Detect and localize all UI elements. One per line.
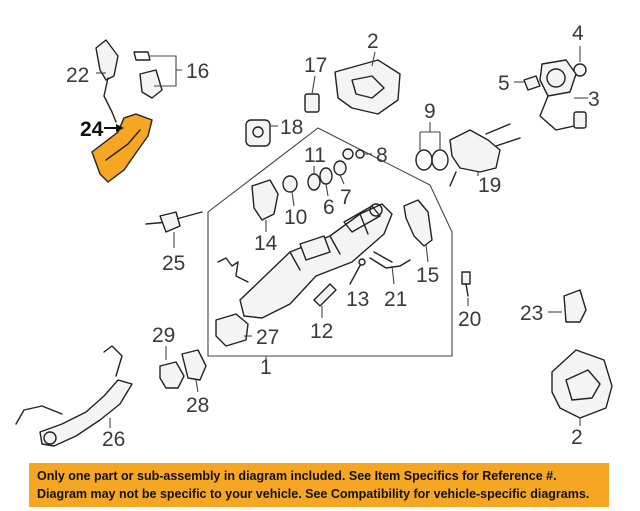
notice-line-2: Diagram may not be specific to your vehi… [37, 487, 590, 501]
callout-19: 19 [478, 174, 501, 197]
callout-16: 16 [186, 60, 209, 83]
callout-3: 3 [588, 88, 600, 111]
part-23-module [548, 289, 587, 323]
callout-2-lower: 2 [571, 426, 583, 449]
callout-29: 29 [152, 324, 175, 347]
part-2-upper-shroud [334, 51, 401, 115]
part-10-ring [282, 175, 298, 207]
part-11-bearing [307, 166, 321, 191]
callout-28: 28 [186, 394, 209, 417]
notice-line-1: Only one part or sub-assembly in diagram… [37, 469, 557, 483]
part-14-housing [251, 179, 279, 232]
part-12-shaft [313, 283, 337, 318]
part-6-bearing [319, 167, 333, 197]
callout-1: 1 [260, 356, 272, 379]
part-19-switch [449, 123, 521, 187]
callout-2-upper: 2 [367, 30, 379, 53]
steering-column [239, 203, 393, 319]
callout-25: 25 [162, 252, 185, 275]
part-9-rings [415, 122, 449, 171]
part-21-lever [369, 251, 411, 285]
part-5-screw [514, 75, 541, 91]
part-20-sensor [461, 271, 471, 306]
part-27-housing [215, 313, 252, 347]
callout-12: 12 [310, 320, 333, 343]
callout-10: 10 [284, 206, 307, 229]
callout-24: 24 [80, 118, 104, 141]
part-24-bracket [91, 113, 153, 183]
callout-20: 20 [458, 308, 481, 331]
callout-13: 13 [346, 288, 369, 311]
callout-7: 7 [340, 186, 352, 209]
part-4-clip [573, 46, 587, 77]
part-29-cover [159, 346, 185, 389]
callout-22: 22 [66, 64, 89, 87]
callout-23: 23 [520, 302, 543, 325]
part-25-switch [145, 211, 203, 248]
part-3-clock-spring [539, 59, 588, 131]
part-18-lock-cylinder [245, 119, 278, 147]
part-8-nut [342, 148, 372, 160]
part-26-shaft [15, 345, 133, 447]
notice-banner: Only one part or sub-assembly in diagram… [29, 463, 609, 507]
callout-14: 14 [254, 232, 278, 255]
part-13-bolt [349, 258, 366, 285]
part-15-bracket [403, 199, 433, 263]
callout-18: 18 [280, 116, 303, 139]
callout-21: 21 [384, 288, 407, 311]
part-2-lower-shroud [551, 349, 613, 426]
part-17-switch [304, 75, 320, 113]
callout-9: 9 [424, 100, 436, 123]
callout-17: 17 [304, 54, 327, 77]
callout-5: 5 [498, 72, 510, 95]
callout-15: 15 [416, 264, 439, 287]
part-16-plug [133, 51, 182, 99]
part-7-washer [333, 160, 347, 185]
callout-8: 8 [376, 144, 388, 167]
callout-11: 11 [304, 144, 326, 167]
callout-27: 27 [256, 326, 279, 349]
callout-4: 4 [572, 22, 584, 45]
part-28-bracket [181, 349, 207, 393]
assembly-outline [207, 127, 453, 357]
callout-6: 6 [323, 196, 335, 219]
part-22-cable [95, 39, 119, 123]
callout-26: 26 [102, 428, 125, 451]
